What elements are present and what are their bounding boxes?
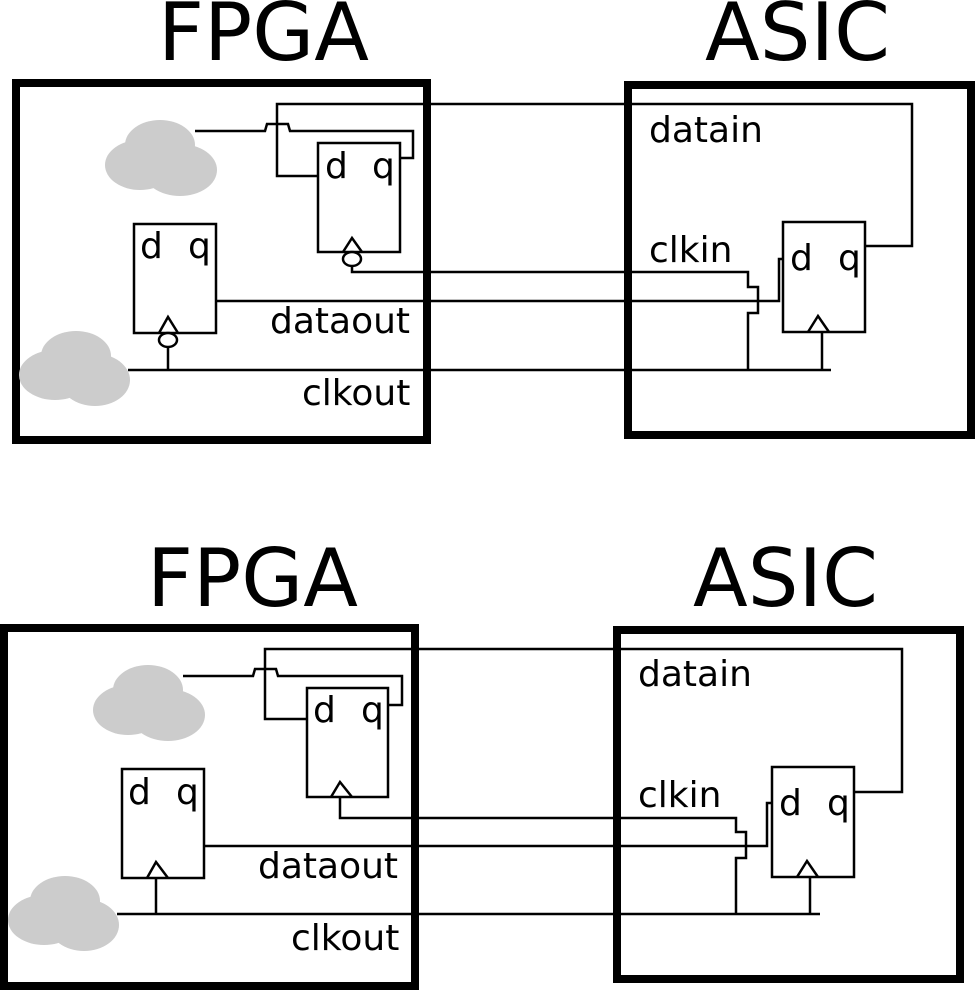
fpga-launch-flipflop: d q bbox=[132, 222, 218, 349]
q-pin-label: q bbox=[827, 783, 850, 824]
asic-title: ASIC bbox=[705, 0, 890, 79]
clock-inversion-bubble bbox=[341, 250, 363, 268]
q-pin-label: q bbox=[838, 238, 861, 279]
logic-to-capture-wire bbox=[183, 667, 404, 707]
clock-triangle-icon bbox=[795, 858, 820, 878]
clkout-label: clkout bbox=[291, 918, 399, 959]
logic-cloud-icon bbox=[93, 665, 205, 741]
q-pin-label: q bbox=[361, 690, 384, 731]
clock-cloud-icon bbox=[19, 331, 130, 406]
datain-label: datain bbox=[649, 110, 763, 151]
asic-flipflop: d q bbox=[770, 765, 856, 879]
wires bbox=[128, 102, 914, 372]
dataout-wire bbox=[216, 257, 783, 303]
clock-triangle-icon bbox=[145, 859, 169, 879]
diagram-bottom: FPGA ASIC d q d q bbox=[0, 532, 964, 990]
clock-triangle-icon bbox=[329, 779, 353, 798]
d-pin-label: d bbox=[313, 690, 336, 731]
clock-triangle-icon bbox=[806, 313, 831, 333]
d-pin-label: d bbox=[128, 772, 151, 813]
clkin-label: clkin bbox=[649, 230, 732, 271]
dataout-wire bbox=[204, 801, 772, 848]
fpga-chip-boundary bbox=[12, 79, 431, 444]
q-pin-label: q bbox=[372, 146, 395, 187]
q-pin-label: q bbox=[176, 772, 199, 813]
datain-wire bbox=[263, 647, 904, 794]
dataout-label: dataout bbox=[258, 846, 398, 887]
dataout-label: dataout bbox=[270, 301, 410, 342]
clkin-label: clkin bbox=[638, 775, 721, 816]
fpga-title: FPGA bbox=[158, 0, 369, 79]
q-pin-label: q bbox=[188, 226, 211, 267]
datain-wire bbox=[275, 102, 914, 248]
fpga-title: FPGA bbox=[147, 532, 358, 625]
d-pin-label: d bbox=[779, 783, 802, 824]
asic-flipflop: d q bbox=[781, 220, 867, 334]
capture-clock-wire bbox=[338, 797, 748, 914]
asic-chip-boundary bbox=[613, 626, 964, 983]
clock-inversion-bubble bbox=[157, 331, 179, 349]
fpga-chip-boundary bbox=[0, 624, 419, 990]
asic-chip-boundary bbox=[624, 81, 975, 439]
d-pin-label: d bbox=[140, 226, 163, 267]
clock-triangle-icon bbox=[157, 314, 180, 334]
d-pin-label: d bbox=[325, 146, 348, 187]
capture-clock-wire bbox=[350, 266, 760, 370]
asic-title: ASIC bbox=[693, 532, 878, 625]
fpga-launch-flipflop: d q bbox=[120, 767, 206, 880]
diagram-top: FPGA ASIC d q d q bbox=[12, 0, 975, 444]
clock-cloud-icon bbox=[8, 876, 119, 951]
clkout-label: clkout bbox=[302, 373, 410, 414]
fpga-capture-flipflop: d q bbox=[316, 141, 402, 268]
logic-to-capture-wire bbox=[195, 122, 415, 160]
fpga-capture-flipflop: d q bbox=[305, 686, 390, 799]
d-pin-label: d bbox=[790, 238, 813, 279]
logic-cloud-icon bbox=[105, 120, 217, 196]
clock-triangle-icon bbox=[341, 235, 364, 253]
datain-label: datain bbox=[638, 654, 752, 695]
wires bbox=[117, 647, 904, 916]
